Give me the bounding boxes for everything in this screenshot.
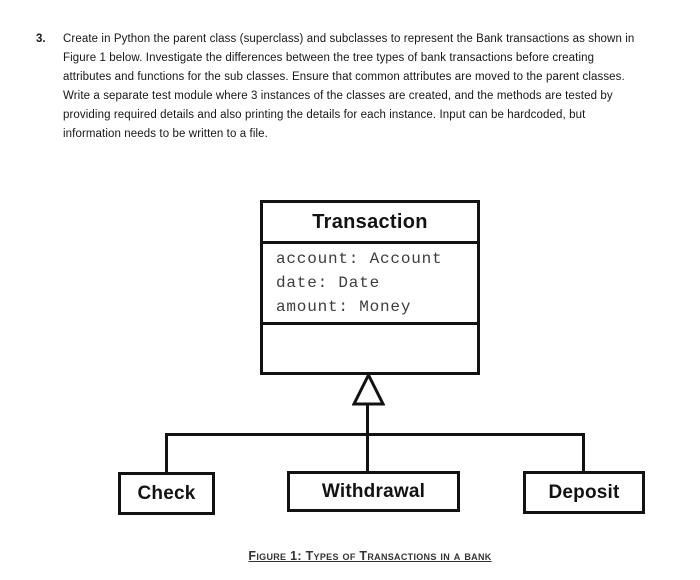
problem-text-line: Write a separate test module where 3 ins… [63,90,613,102]
connector-line-horizontal [165,433,585,436]
attribute-date: date: Date [276,274,381,292]
problem-text-line: providing required details and also prin… [63,109,586,121]
problem-statement: Create in Python the parent class (super… [63,30,634,144]
class-name-check: Check [137,482,196,504]
transaction-attributes-compartment: account: Account date: Date amount: Mone… [263,244,477,325]
problem-text-line: information needs to be written to a fil… [63,128,268,140]
class-box-transaction: Transaction account: Account date: Date … [260,200,480,375]
attribute-account: account: Account [276,250,443,268]
class-box-withdrawal: Withdrawal [287,471,460,512]
inheritance-arrow-icon [352,373,385,406]
class-box-deposit: Deposit [523,471,645,514]
transaction-methods-compartment-empty [263,325,477,372]
figure-caption: Figure 1: Types of Transactions in a ban… [248,549,492,563]
class-box-check: Check [118,472,215,515]
connector-line-vertical-left [165,433,168,472]
problem-text-line: attributes and functions for the sub cla… [63,71,625,83]
connector-line-vertical-center [366,403,369,471]
class-name-withdrawal: Withdrawal [321,480,426,502]
connector-line-vertical-right [582,433,585,471]
problem-text-line: Figure 1 below. Investigate the differen… [63,52,595,64]
class-name-transaction: Transaction [263,203,477,244]
problem-text-line: Create in Python the parent class (super… [63,33,635,45]
problem-number: 3. [36,33,46,45]
class-name-deposit: Deposit [548,481,620,503]
attribute-amount: amount: Money [276,298,412,316]
